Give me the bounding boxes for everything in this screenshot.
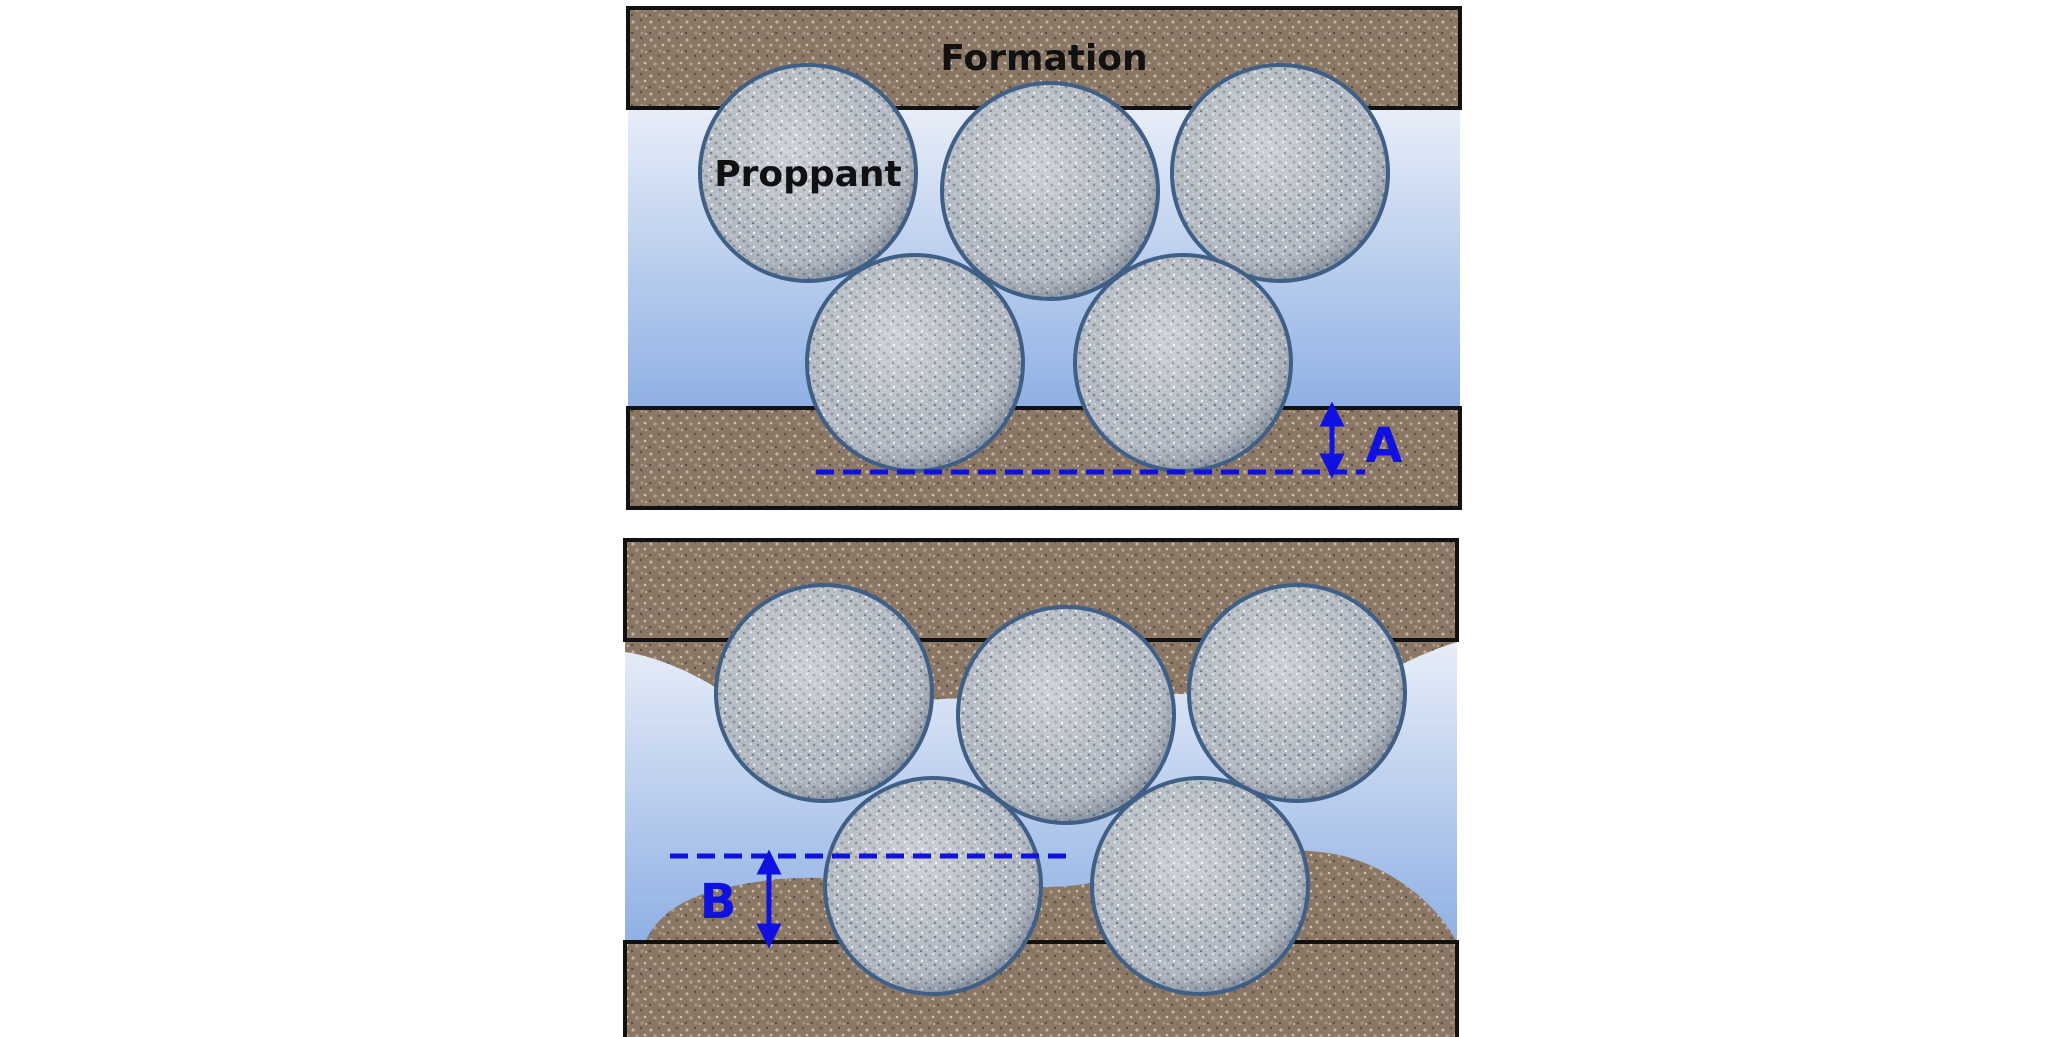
- panel-top: Formation Proppant A: [626, 6, 1462, 510]
- proppant-grain-icon: [1090, 776, 1310, 996]
- proppant-grain-icon: [698, 63, 918, 283]
- formation-lower-top: [626, 406, 1462, 510]
- proppant-label: Proppant: [714, 154, 902, 195]
- proppant-grain-icon: [1073, 253, 1293, 473]
- panel-bottom: B: [623, 538, 1459, 1037]
- formation-lower-bottom: [623, 940, 1459, 1037]
- embedment-label-b: B: [700, 874, 737, 930]
- embedment-label-a: A: [1365, 418, 1402, 474]
- formation-label: Formation: [940, 38, 1147, 79]
- proppant-grain-icon: [940, 81, 1160, 301]
- proppant-grain-icon: [805, 253, 1025, 473]
- proppant-grain-icon: [823, 776, 1043, 996]
- proppant-grain-icon: [956, 605, 1176, 825]
- proppant-grain-icon: [1170, 63, 1390, 283]
- proppant-grain-icon: [1187, 583, 1407, 803]
- proppant-grain-icon: [714, 583, 934, 803]
